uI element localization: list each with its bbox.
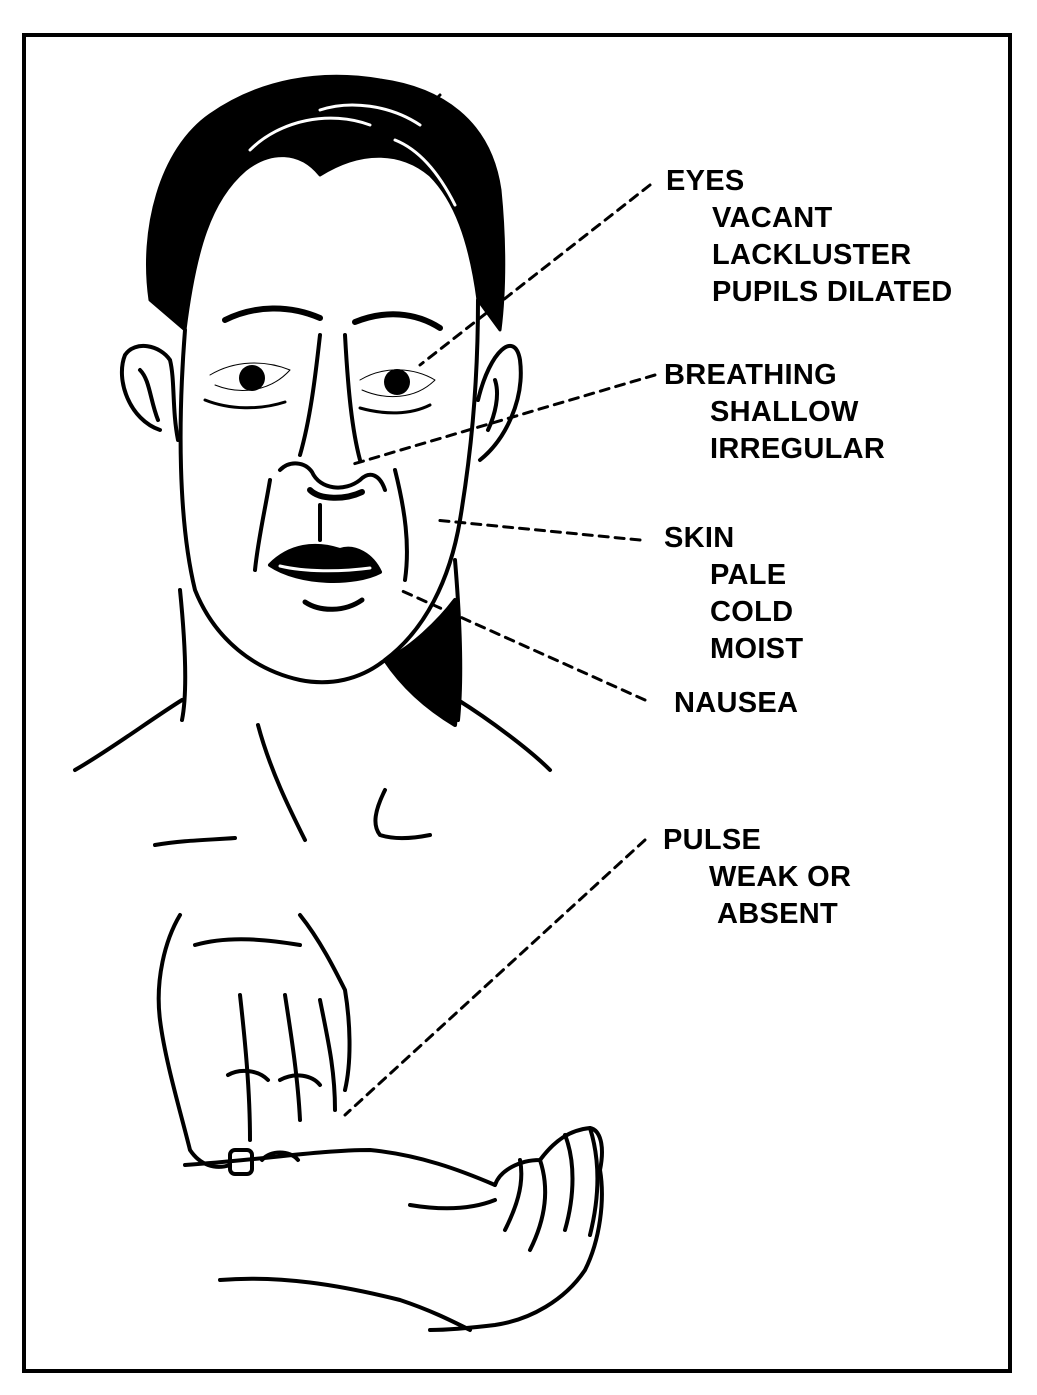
right-ear [476, 344, 523, 462]
label-eyes: EYES VACANT LACKLUSTER PUPILS DILATED [666, 163, 953, 311]
right-brow [352, 311, 443, 331]
leader-lines [343, 183, 657, 1117]
label-skin-item: MOIST [710, 633, 804, 665]
eyes-group [203, 305, 443, 415]
label-pulse-item: ABSENT [717, 898, 839, 930]
label-eyes-item: VACANT [712, 202, 833, 234]
leader-breathing [348, 373, 657, 467]
torso [73, 698, 552, 847]
mouth [268, 543, 382, 584]
left-brow [222, 305, 323, 323]
label-pulse-heading: PULSE [663, 824, 762, 856]
neck-right [453, 558, 463, 722]
hands [156, 913, 604, 1332]
label-nausea-heading: NAUSEA [674, 687, 799, 719]
neck-left [178, 588, 188, 722]
label-breathing-item: SHALLOW [710, 396, 859, 428]
head-outline [119, 298, 523, 727]
label-skin-heading: SKIN [664, 522, 735, 554]
label-eyes-heading: EYES [666, 165, 745, 197]
label-skin-item: PALE [710, 559, 787, 591]
label-skin: SKIN PALE COLD MOIST [664, 520, 803, 668]
neck-shadow [383, 598, 460, 727]
left-ear [119, 344, 180, 442]
left-pupil [239, 365, 265, 391]
leader-pulse [343, 838, 647, 1117]
label-pulse-item: WEAK OR [709, 861, 852, 893]
leader-skin [433, 518, 642, 542]
label-breathing-item: IRREGULAR [710, 433, 886, 465]
right-pupil [384, 369, 410, 395]
leader-nausea [398, 588, 647, 702]
hair [146, 74, 506, 332]
nose-mouth [253, 333, 409, 612]
label-eyes-item: LACKLUSTER [712, 239, 912, 271]
label-skin-item: COLD [710, 596, 794, 628]
label-eyes-item: PUPILS DILATED [712, 276, 953, 308]
leader-eyes [418, 183, 652, 367]
label-pulse: PULSE WEAK OR ABSENT [663, 822, 851, 933]
label-breathing: BREATHING SHALLOW IRREGULAR [664, 357, 885, 468]
label-nausea: NAUSEA [674, 685, 798, 722]
label-breathing-heading: BREATHING [664, 359, 837, 391]
